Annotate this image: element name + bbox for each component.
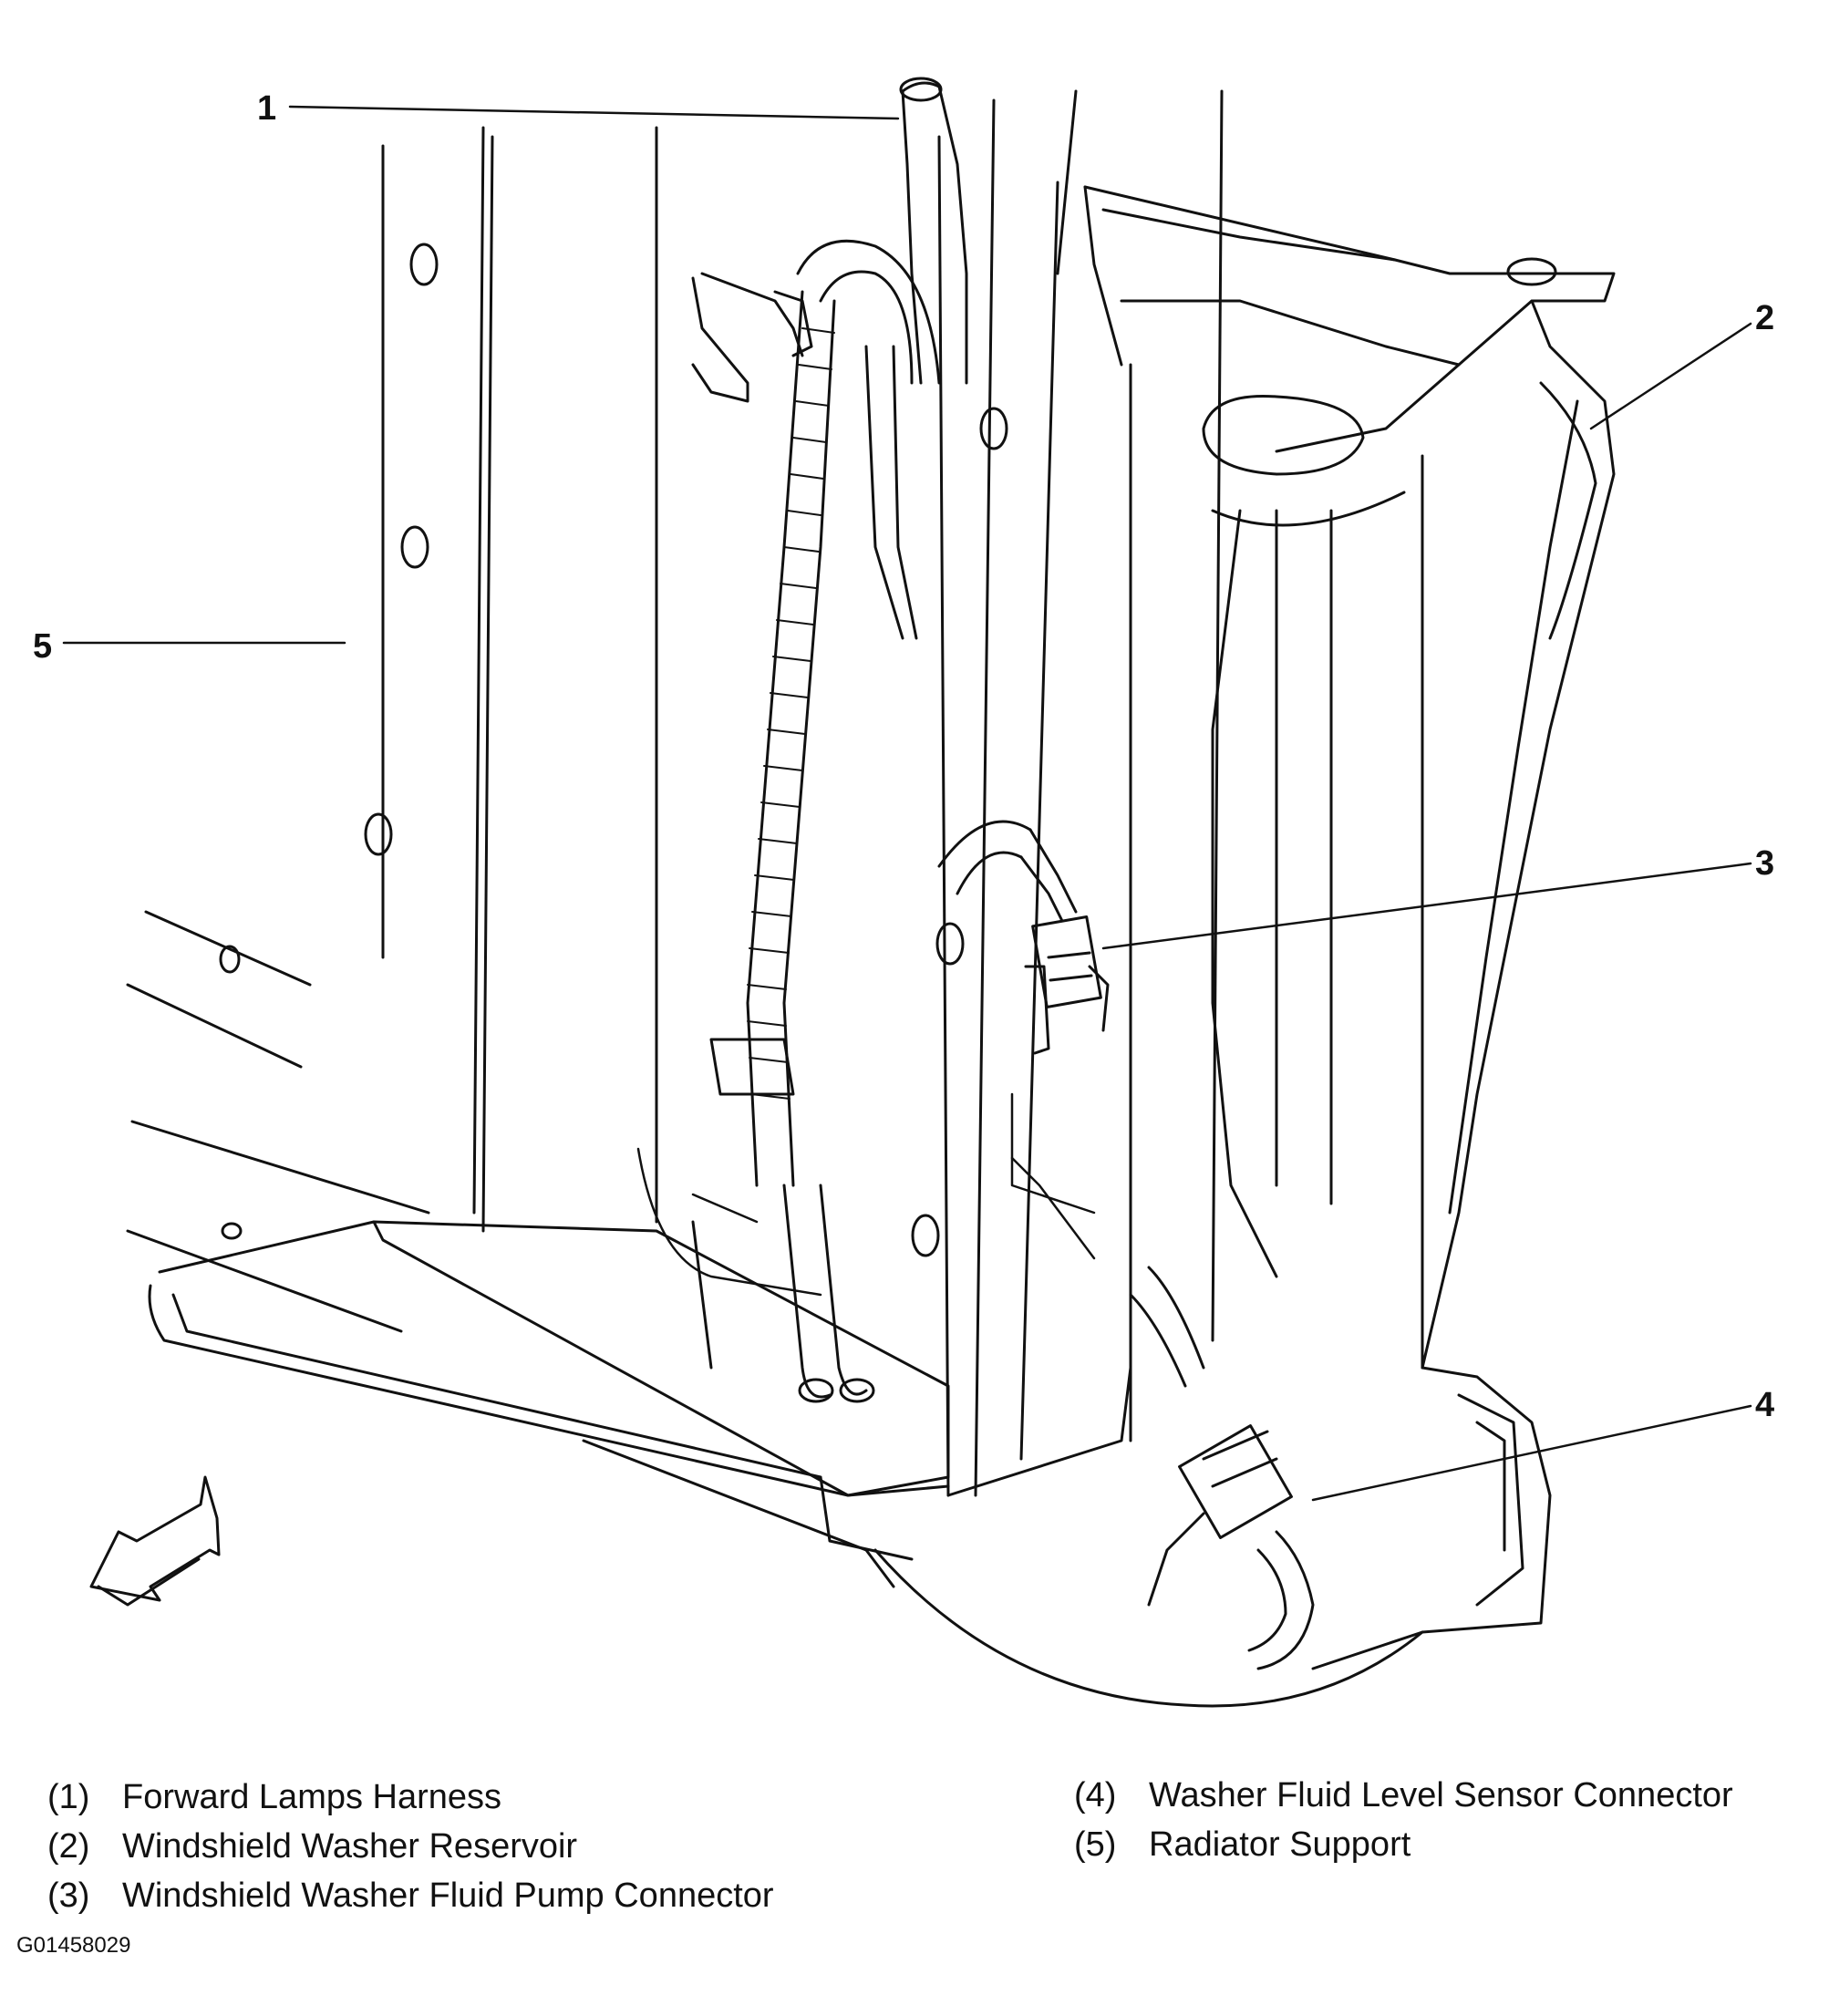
leader-lines [62, 105, 1752, 1502]
washer-reservoir [873, 185, 1616, 1708]
callout-number-5: 5 [33, 627, 53, 666]
legend-item-3: (3) Windshield Washer Fluid Pump Connecto… [47, 1876, 774, 1916]
pump-connector [937, 820, 1110, 1055]
forward-arrow-icon [89, 1475, 221, 1607]
leader-line-3 [1101, 862, 1752, 950]
legend-item-4: (4) Washer Fluid Level Sensor Connector [1074, 1776, 1733, 1815]
legend-label: Radiator Support [1149, 1825, 1411, 1864]
legend-number: (3) [47, 1876, 90, 1915]
forward-lamps-harness [691, 77, 968, 1403]
callout-number-1: 1 [257, 89, 277, 128]
legend-item-5: (5) Radiator Support [1074, 1825, 1410, 1865]
figure-id: G01458029 [16, 1933, 131, 1958]
callout-number-4: 4 [1755, 1386, 1775, 1424]
legend-label: Washer Fluid Level Sensor Connector [1149, 1776, 1733, 1814]
legend-label: Forward Lamps Harness [122, 1778, 502, 1816]
leader-line-2 [1589, 322, 1752, 430]
callout-number-3: 3 [1755, 844, 1775, 883]
leader-line-4 [1311, 1404, 1752, 1502]
callout-number-2: 2 [1755, 299, 1775, 337]
radiator-support [126, 89, 1224, 1588]
lower-detail [636, 1092, 1096, 1297]
legend-item-1: (1) Forward Lamps Harness [47, 1778, 501, 1817]
legend-number: (4) [1074, 1776, 1117, 1814]
parts-diagram [62, 77, 1752, 1708]
legend-number: (1) [47, 1778, 90, 1816]
legend-number: (5) [1074, 1825, 1117, 1864]
legend-label: Windshield Washer Fluid Pump Connector [122, 1876, 774, 1915]
legend-number: (2) [47, 1827, 90, 1866]
legend-label: Windshield Washer Reservoir [122, 1827, 578, 1866]
leader-line-1 [288, 105, 900, 120]
level-sensor-connector [1129, 1266, 1315, 1670]
legend-item-2: (2) Windshield Washer Reservoir [47, 1827, 577, 1866]
